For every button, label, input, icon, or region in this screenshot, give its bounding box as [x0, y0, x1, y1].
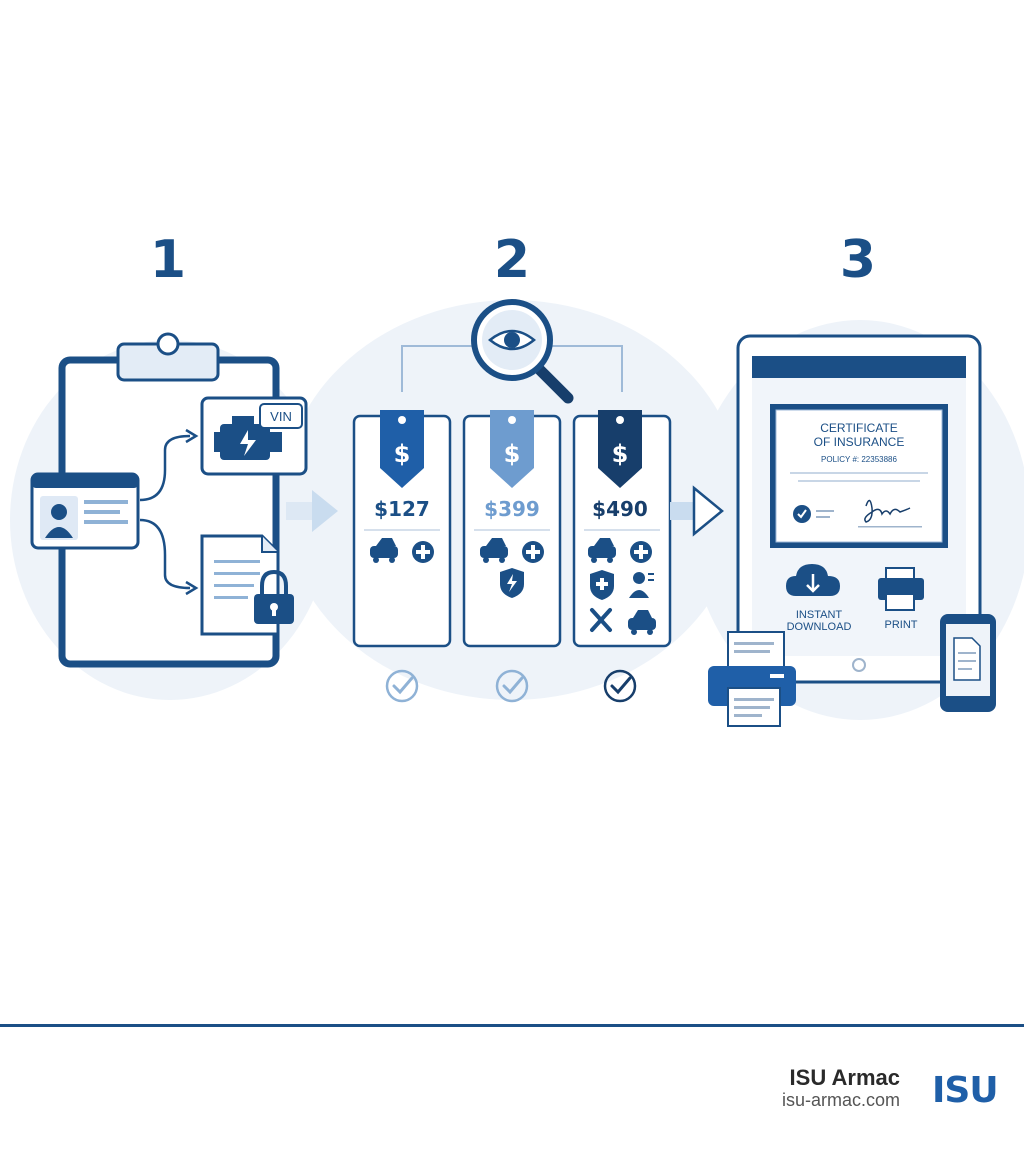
step-number-2: 2: [494, 230, 530, 290]
car-crash-icon: [480, 538, 508, 563]
vin-label: VIN: [270, 409, 292, 424]
document-lock-icon: [200, 534, 294, 636]
magnifier-bracket: [401, 345, 623, 392]
check-icon-1: [385, 669, 419, 703]
isu-logo: ISU: [926, 1068, 999, 1114]
car-crash-icon: [370, 538, 398, 563]
dollar-icon: $: [612, 440, 629, 468]
tools-icon: [590, 608, 612, 632]
plan-price-1: $127: [374, 497, 430, 521]
car-icon: [628, 610, 656, 635]
cloud-download-icon: [786, 564, 840, 596]
download-label-line2: DOWNLOAD: [787, 621, 852, 633]
medical-plus-icon: [412, 541, 434, 563]
tablet-home-button: [852, 658, 866, 672]
medical-plus-icon: [630, 541, 652, 563]
price-tag-icon: [598, 410, 642, 488]
price-tag-icon: [380, 410, 424, 488]
certificate: CERTIFICATE OF INSURANCE POLICY #: 22353…: [770, 404, 948, 548]
check-icon-2: [495, 669, 529, 703]
magnifier-eye-icon: [471, 299, 574, 404]
car-crash-icon: [588, 538, 616, 563]
dollar-icon: $: [504, 440, 521, 468]
plan-card-2: $ $399: [462, 410, 562, 648]
logo-text: ISU: [932, 1070, 999, 1111]
download-label-line1: INSTANT: [796, 609, 843, 621]
plan-card-1: $ $127: [352, 410, 452, 648]
plan-price-2: $399: [484, 497, 540, 521]
signature-icon: [864, 499, 911, 523]
certificate-title-line1: CERTIFICATE: [820, 421, 898, 435]
step-number-1: 1: [150, 230, 186, 290]
vin-badge: VIN: [259, 403, 303, 429]
id-card-icon: [30, 472, 140, 550]
large-printer-icon: [708, 631, 796, 727]
printer-icon: [878, 567, 924, 611]
person-support-icon: [629, 572, 654, 598]
certificate-title-line2: OF INSURANCE: [814, 435, 905, 449]
plan-card-3: $ $490: [572, 410, 672, 648]
shield-plus-icon: [590, 570, 614, 600]
plan-price-3: $490: [592, 497, 648, 521]
footer-divider: [0, 1024, 1024, 1027]
policy-number: POLICY #: 22353886: [821, 455, 897, 464]
brand-url: isu-armac.com: [781, 1090, 900, 1110]
brand-name: ISU Armac: [789, 1065, 900, 1090]
arrow-step2-to-step3: [670, 485, 724, 537]
shield-bolt-icon: [500, 568, 524, 598]
connector-arrows: [139, 428, 199, 596]
dollar-icon: $: [394, 440, 411, 468]
medical-plus-icon: [522, 541, 544, 563]
step-number-3: 3: [840, 230, 876, 290]
arrow-step1-to-step2: [286, 490, 338, 532]
smartphone-icon: [940, 614, 996, 712]
print-label: PRINT: [885, 619, 918, 631]
check-icon-3: [603, 669, 637, 703]
price-tag-icon: [490, 410, 534, 488]
